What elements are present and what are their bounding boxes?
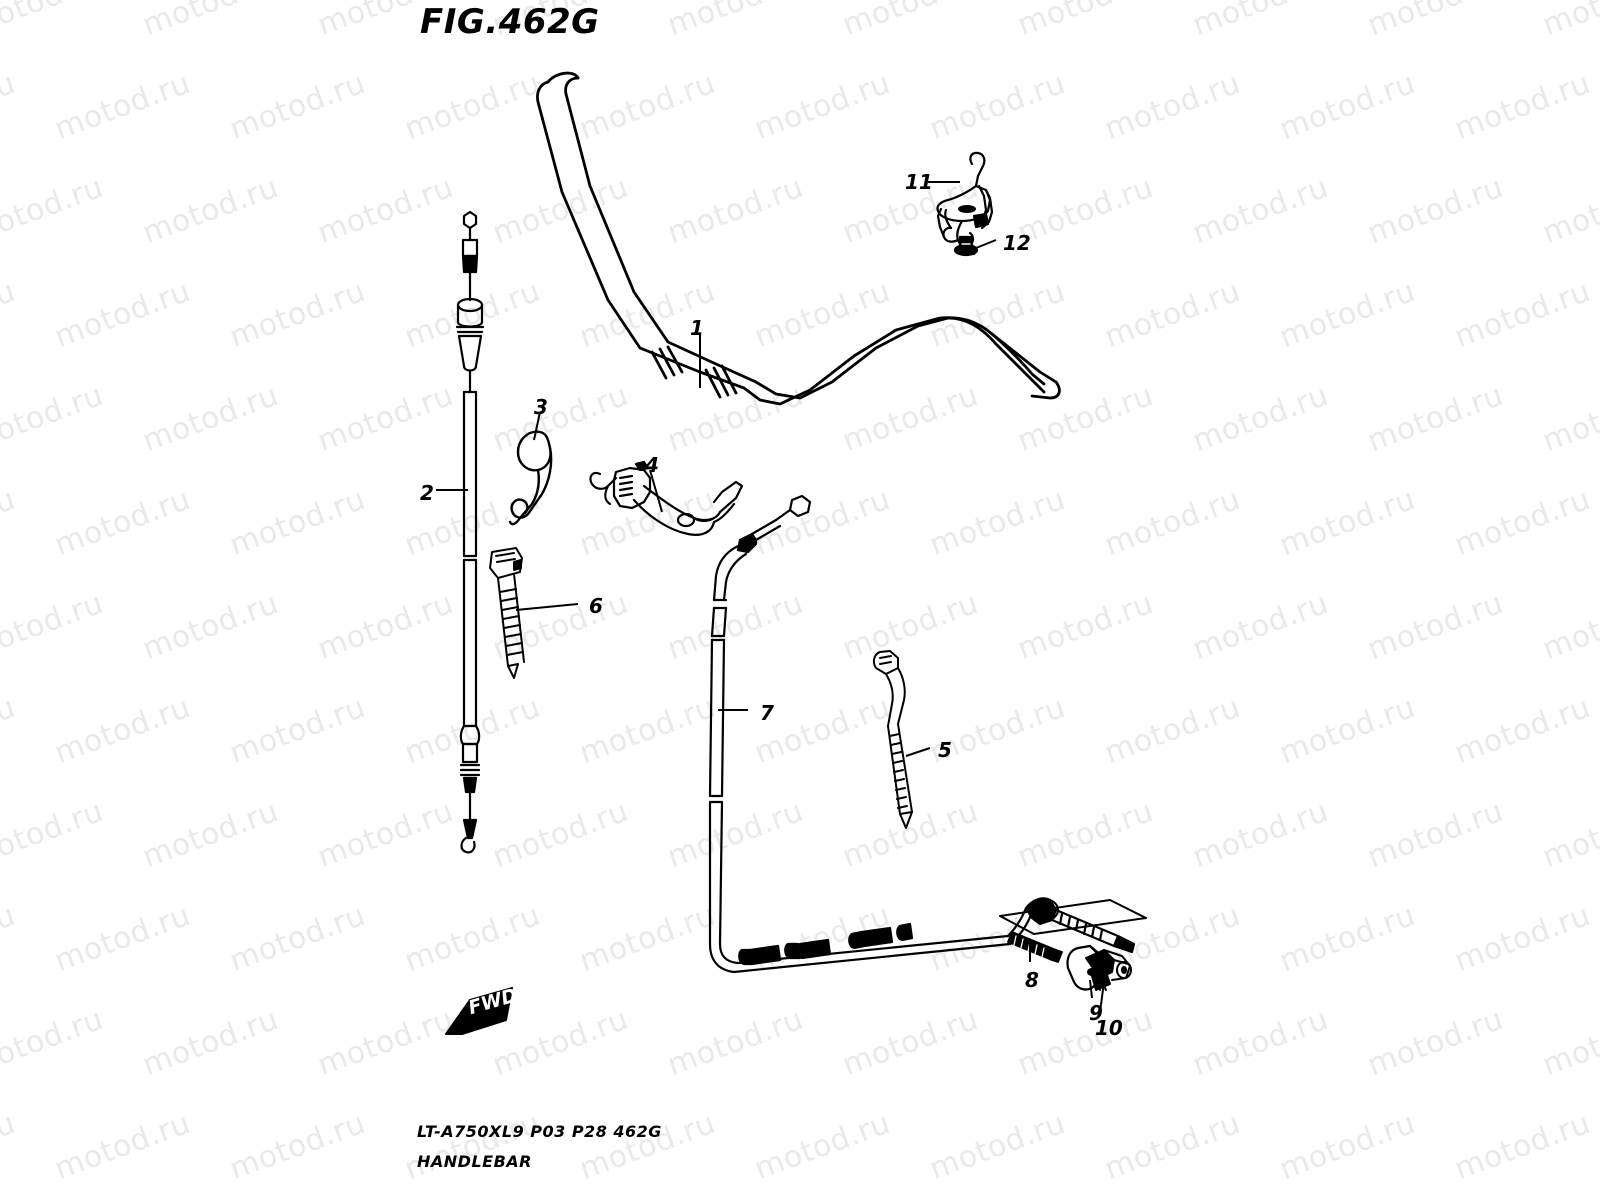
callout-number-8: 8: [1025, 968, 1039, 992]
callout-number-10: 10: [1095, 1016, 1123, 1040]
callout-number-9: 9: [1089, 1001, 1103, 1025]
part-bolt: [953, 235, 979, 257]
part-cable-guide-clip: [508, 430, 553, 526]
part-screw: [1007, 931, 1063, 963]
part-brake-lever-assembly: [589, 460, 744, 536]
callout-number-4: 4: [645, 453, 659, 477]
callout-number-7: 7: [760, 701, 774, 725]
callout-number-3: 3: [534, 395, 548, 419]
footer-model-code: LT-A750XL9 P03 P28 462G: [417, 1122, 662, 1141]
callout-number-12: 12: [1003, 231, 1031, 255]
part-throttle-cable: [455, 210, 485, 854]
callout-number-11: 11: [905, 170, 933, 194]
callout-number-1: 1: [690, 316, 704, 340]
part-handlebar: [536, 71, 1061, 406]
leader-lines: [436, 181, 1105, 1013]
callout-number-5: 5: [938, 738, 952, 762]
part-cable-tie-short: [489, 547, 525, 679]
footer-section-name: HANDLEBAR: [417, 1152, 532, 1171]
callout-number-2: 2: [420, 481, 434, 505]
part-cable-tie-long: [872, 650, 913, 829]
backing-plate: [999, 899, 1147, 935]
fwd-label: FWD: [466, 984, 520, 1020]
callout-number-6: 6: [589, 594, 603, 618]
fwd-direction-marker: [445, 987, 513, 1035]
page-title: FIG.462G: [420, 2, 600, 42]
part-brake-cable: [708, 494, 1136, 974]
